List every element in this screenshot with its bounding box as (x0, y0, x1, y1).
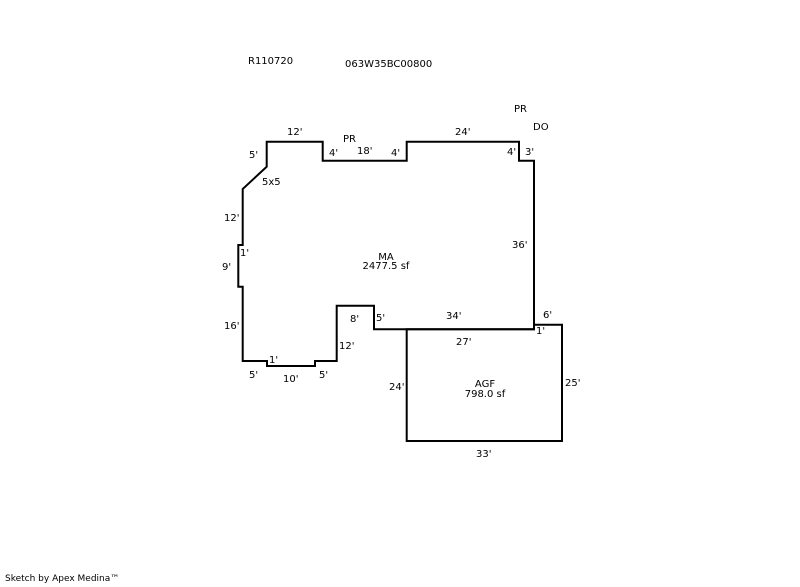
dim-label: 5' (376, 313, 385, 324)
main-area-size: 2477.5 sf (363, 261, 410, 272)
dim-label: 6' (543, 310, 552, 321)
dim-label: 34' (446, 311, 461, 322)
dim-label: 9' (222, 262, 231, 273)
main-area-code: MA (378, 252, 394, 263)
account-number: R110720 (248, 56, 293, 67)
dim-label: 4' (329, 148, 338, 159)
dim-label: 5' (249, 150, 258, 161)
parcel-number: 063W35BC00800 (345, 59, 432, 70)
dim-label: 5' (249, 370, 258, 381)
dim-label: 27' (456, 337, 471, 348)
note-pr-main: PR (343, 134, 356, 145)
garage-outline (405, 323, 563, 442)
dim-label: 24' (455, 127, 470, 138)
dim-label: 18' (357, 146, 372, 157)
dim-label: 33' (476, 449, 491, 460)
note-pr: PR (514, 104, 527, 115)
dim-label: 5' (319, 370, 328, 381)
note-do: DO (533, 122, 549, 133)
dim-label: 25' (565, 378, 580, 389)
dim-label: 36' (512, 240, 527, 251)
dim-label: 4' (507, 147, 516, 158)
dim-label: 12' (287, 127, 302, 138)
dim-label: 16' (224, 321, 239, 332)
dim-label: 12' (224, 213, 239, 224)
dim-label: 1' (536, 326, 545, 337)
garage-code: AGF (475, 379, 495, 390)
sketch-credit: Sketch by Apex Medina™ (5, 574, 120, 584)
dim-label: 5x5 (262, 177, 281, 188)
dim-label: 10' (283, 374, 298, 385)
dim-label: 1' (240, 248, 249, 259)
dim-label: 3' (525, 147, 534, 158)
main-area-outline (237, 140, 535, 367)
dim-label: 1' (269, 355, 278, 366)
dim-label: 12' (339, 341, 354, 352)
dim-label: 8' (350, 314, 359, 325)
dim-label: 4' (391, 148, 400, 159)
garage-size: 798.0 sf (465, 389, 506, 400)
dim-label: 24' (389, 382, 404, 393)
